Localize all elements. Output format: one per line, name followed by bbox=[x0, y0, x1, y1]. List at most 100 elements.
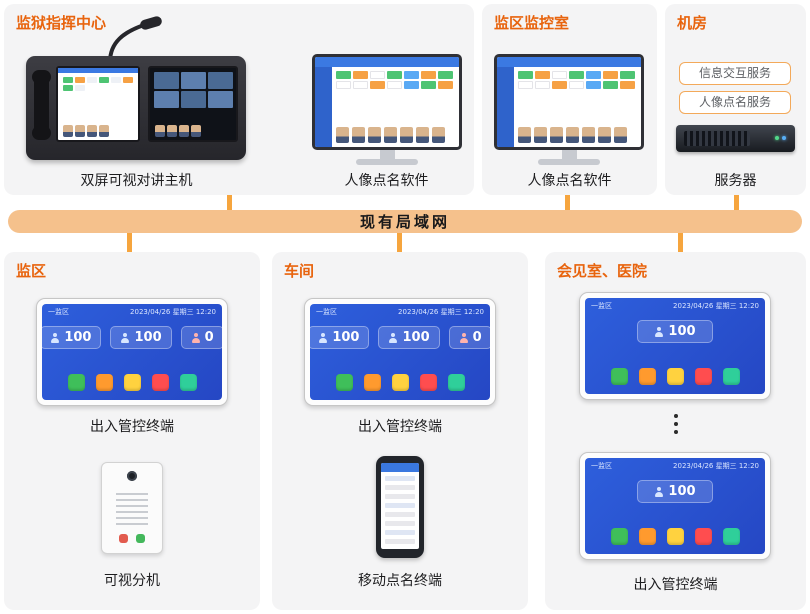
list-row bbox=[385, 494, 415, 499]
app-button bbox=[694, 368, 712, 385]
stat-value: 100 bbox=[668, 324, 696, 339]
grid-cell bbox=[404, 71, 419, 79]
grid-cell bbox=[569, 81, 584, 89]
terminal-screen: 一监区 2023/04/26 星期三 12:20 100 bbox=[585, 298, 765, 394]
video-tile bbox=[181, 72, 206, 89]
app-button bbox=[666, 368, 684, 385]
app-button bbox=[638, 368, 656, 385]
stat-value: 100 bbox=[332, 330, 360, 345]
app-button bbox=[722, 368, 740, 385]
stat-pill: 100 bbox=[42, 326, 102, 349]
speaker-grille-line bbox=[116, 517, 148, 519]
lan-label: 现有局域网 bbox=[359, 213, 450, 231]
list-row bbox=[385, 521, 415, 526]
stat-value: 100 bbox=[64, 330, 92, 345]
stat-value: 100 bbox=[668, 484, 696, 499]
grid-cell bbox=[603, 71, 618, 79]
visual-extension-device bbox=[101, 462, 163, 554]
terminal-buttons bbox=[310, 374, 490, 391]
connector-line bbox=[734, 195, 739, 211]
connector-line bbox=[127, 233, 132, 252]
grid-cell bbox=[438, 81, 453, 89]
person-photo bbox=[75, 125, 85, 137]
person-photo bbox=[179, 125, 189, 137]
terminal-stats: 100 bbox=[585, 320, 765, 343]
intercom-host-base bbox=[26, 56, 246, 160]
doorphone-buttons bbox=[102, 534, 162, 543]
person-icon bbox=[459, 332, 469, 343]
device-caption-terminal: 出入管控终端 bbox=[90, 419, 174, 435]
panel-title-workshop: 车间 bbox=[284, 262, 315, 280]
grid-cell bbox=[370, 71, 385, 79]
grid-cell bbox=[603, 81, 618, 89]
app-button bbox=[363, 374, 381, 391]
grid-cell bbox=[75, 85, 85, 91]
terminal-datetime: 2023/04/26 星期三 12:20 bbox=[130, 308, 216, 316]
device-caption-rollcall-software: 人像点名软件 bbox=[344, 173, 429, 189]
person-photo bbox=[368, 127, 381, 143]
lan-bar: 现有局域网 bbox=[8, 210, 802, 233]
terminal-header: 一监区 2023/04/26 星期三 12:20 bbox=[42, 304, 222, 317]
speaker-grille-line bbox=[116, 511, 148, 513]
led-indicator bbox=[775, 136, 779, 140]
terminal-screen: 一监区 2023/04/26 星期三 12:20 100 bbox=[585, 458, 765, 554]
app-button bbox=[419, 374, 437, 391]
terminal-header: 一监区 2023/04/26 星期三 12:20 bbox=[585, 298, 765, 311]
terminal-header: 一监区 2023/04/26 星期三 12:20 bbox=[585, 458, 765, 471]
grid-cell bbox=[586, 81, 601, 89]
stat-pill: 100 bbox=[378, 326, 440, 349]
app-sidebar bbox=[497, 67, 514, 147]
terminal-buttons bbox=[585, 368, 765, 385]
service-badge-rollcall: 人像点名服务 bbox=[679, 91, 791, 114]
stat-pill: 100 bbox=[637, 320, 713, 343]
monitor-stand bbox=[561, 150, 577, 159]
person-photo bbox=[99, 125, 109, 137]
server-device bbox=[676, 125, 795, 152]
app-button bbox=[151, 374, 169, 391]
entry-exit-terminal: 一监区 2023/04/26 星期三 12:20 100 bbox=[579, 452, 771, 560]
person-photo bbox=[384, 127, 397, 143]
person-icon bbox=[120, 332, 130, 343]
grid-cell bbox=[63, 77, 73, 83]
person-icon bbox=[654, 326, 664, 337]
terminal-datetime: 2023/04/26 星期三 12:20 bbox=[673, 462, 759, 470]
person-photo bbox=[155, 125, 165, 137]
terminal-header: 一监区 2023/04/26 星期三 12:20 bbox=[310, 304, 490, 317]
call-button-green bbox=[136, 534, 145, 543]
grid-cell bbox=[336, 81, 351, 89]
host-right-screen bbox=[148, 66, 238, 142]
speaker-grille-line bbox=[116, 505, 148, 507]
app-header-bar bbox=[381, 463, 419, 472]
list-row bbox=[385, 539, 415, 544]
person-photo bbox=[518, 127, 531, 143]
monitor-base bbox=[356, 159, 418, 165]
panel-workshop: 车间 一监区 2023/04/26 星期三 12:20 100 100 0 bbox=[272, 252, 528, 610]
device-caption-server: 服务器 bbox=[714, 173, 757, 189]
list-row bbox=[385, 476, 415, 481]
app-header-bar bbox=[315, 57, 459, 67]
ellipsis-dot bbox=[673, 414, 678, 418]
stat-pill: 0 bbox=[180, 326, 222, 349]
video-tile bbox=[154, 72, 179, 89]
terminal-screen: 一监区 2023/04/26 星期三 12:20 100 100 0 bbox=[42, 304, 222, 400]
panel-title-command-center: 监狱指挥中心 bbox=[16, 14, 107, 32]
rollcall-software-monitor bbox=[494, 54, 644, 165]
grid-cell bbox=[370, 81, 385, 89]
grid-cell bbox=[552, 81, 567, 89]
grid-cell bbox=[535, 71, 550, 79]
terminal-buttons bbox=[585, 528, 765, 545]
person-photo bbox=[432, 127, 445, 143]
terminal-stats: 100 100 0 bbox=[310, 326, 490, 349]
handset-icon bbox=[32, 70, 51, 140]
app-button bbox=[666, 528, 684, 545]
stat-value: 100 bbox=[402, 330, 430, 345]
grid-cell bbox=[387, 71, 402, 79]
terminal-area-label: 一监区 bbox=[591, 462, 612, 470]
camera-icon bbox=[127, 471, 137, 481]
grid-cell bbox=[87, 77, 97, 83]
grid-cell bbox=[63, 85, 73, 91]
connector-line bbox=[227, 195, 232, 211]
grid-cell bbox=[518, 71, 533, 79]
terminal-buttons bbox=[42, 374, 222, 391]
app-button bbox=[610, 368, 628, 385]
